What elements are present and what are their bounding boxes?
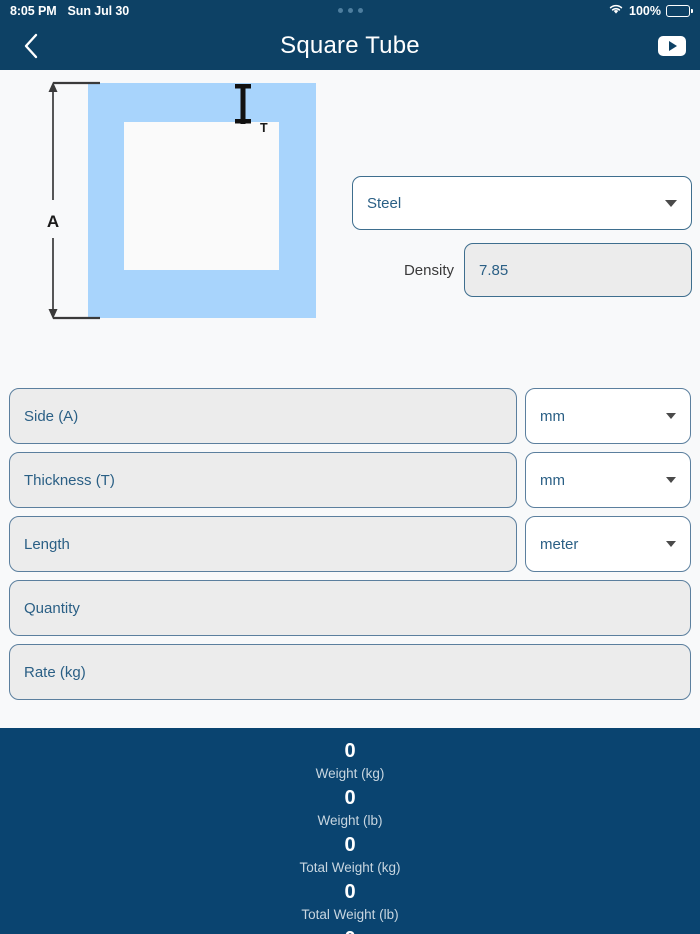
density-input[interactable]: 7.85 xyxy=(464,243,692,297)
field-row-quantity: Quantity xyxy=(9,580,691,636)
total-weight-kg-value: 0 xyxy=(344,834,356,856)
total-rate-kg-value: 0 xyxy=(0,926,700,934)
square-tube-diagram: A T xyxy=(0,70,340,340)
material-select-value: Steel xyxy=(367,194,402,212)
total-weight-kg-label: Total Weight (kg) xyxy=(299,860,401,875)
status-bar: 8:05 PM Sun Jul 30 100% xyxy=(0,0,700,21)
density-label: Density xyxy=(403,261,454,279)
battery-icon xyxy=(666,4,693,17)
wifi-icon xyxy=(608,3,624,18)
tube-inner-hole xyxy=(124,122,279,270)
arrow-head-down xyxy=(48,309,58,319)
field-row-length: Length meter xyxy=(9,516,691,572)
chevron-down-icon xyxy=(666,413,676,419)
back-button[interactable] xyxy=(14,29,48,63)
rate-kg-input[interactable]: Rate (kg) xyxy=(9,644,691,700)
thickness-t-unit-value: mm xyxy=(540,471,565,489)
status-date: Sun Jul 30 xyxy=(67,3,130,18)
thickness-t-unit-select[interactable]: mm xyxy=(525,452,691,508)
dimension-t xyxy=(235,84,251,124)
length-unit-select[interactable]: meter xyxy=(525,516,691,572)
dimension-a-label: A xyxy=(47,212,59,231)
material-select[interactable]: Steel xyxy=(352,176,692,230)
dimension-a xyxy=(52,81,100,320)
length-input[interactable]: Length xyxy=(9,516,517,572)
quantity-input[interactable]: Quantity xyxy=(9,580,691,636)
length-placeholder: Length xyxy=(24,535,70,553)
side-a-placeholder: Side (A) xyxy=(24,407,79,425)
side-a-unit-select[interactable]: mm xyxy=(525,388,691,444)
input-form: Side (A) mm Thickness (T) mm Length mete… xyxy=(0,388,700,700)
arrow-head-up xyxy=(48,82,58,92)
field-row-rate-kg: Rate (kg) xyxy=(9,644,691,700)
length-unit-value: meter xyxy=(540,535,579,553)
results-panel: 0 Weight (kg) 0 Weight (lb) 0 Total Weig… xyxy=(0,728,700,934)
youtube-play-icon[interactable] xyxy=(658,35,686,56)
field-row-side-a: Side (A) mm xyxy=(9,388,691,444)
material-column: Steel Density 7.85 xyxy=(352,176,692,297)
status-bar-left: 8:05 PM Sun Jul 30 xyxy=(10,4,129,18)
chevron-left-icon xyxy=(24,33,38,58)
chevron-down-icon xyxy=(666,541,676,547)
chevron-down-icon xyxy=(665,199,677,207)
chevron-down-icon xyxy=(666,477,676,483)
density-value: 7.85 xyxy=(479,261,509,279)
side-a-input[interactable]: Side (A) xyxy=(9,388,517,444)
status-time: 8:05 PM xyxy=(10,3,57,18)
thickness-t-placeholder: Thickness (T) xyxy=(24,471,115,489)
side-a-unit-value: mm xyxy=(540,407,565,425)
field-row-thickness-t: Thickness (T) mm xyxy=(9,452,691,508)
weight-lb-value: 0 xyxy=(344,787,356,809)
navigation-bar: Square Tube xyxy=(0,21,700,70)
top-section: A T Steel Density 7.85 xyxy=(0,70,700,388)
total-weight-lb-label: Total Weight (lb) xyxy=(301,907,399,922)
weight-kg-label: Weight (kg) xyxy=(315,766,385,781)
quantity-placeholder: Quantity xyxy=(24,599,80,617)
status-bar-right: 100% xyxy=(608,3,693,18)
dimension-t-label: T xyxy=(260,121,268,135)
battery-percent: 100% xyxy=(629,3,661,18)
total-weight-lb-value: 0 xyxy=(344,881,356,903)
density-row: Density 7.85 xyxy=(352,243,692,297)
weight-lb-label: Weight (lb) xyxy=(317,813,383,828)
weight-kg-value: 0 xyxy=(344,740,356,762)
page-title: Square Tube xyxy=(280,31,420,59)
thickness-t-input[interactable]: Thickness (T) xyxy=(9,452,517,508)
rate-kg-placeholder: Rate (kg) xyxy=(24,663,86,681)
